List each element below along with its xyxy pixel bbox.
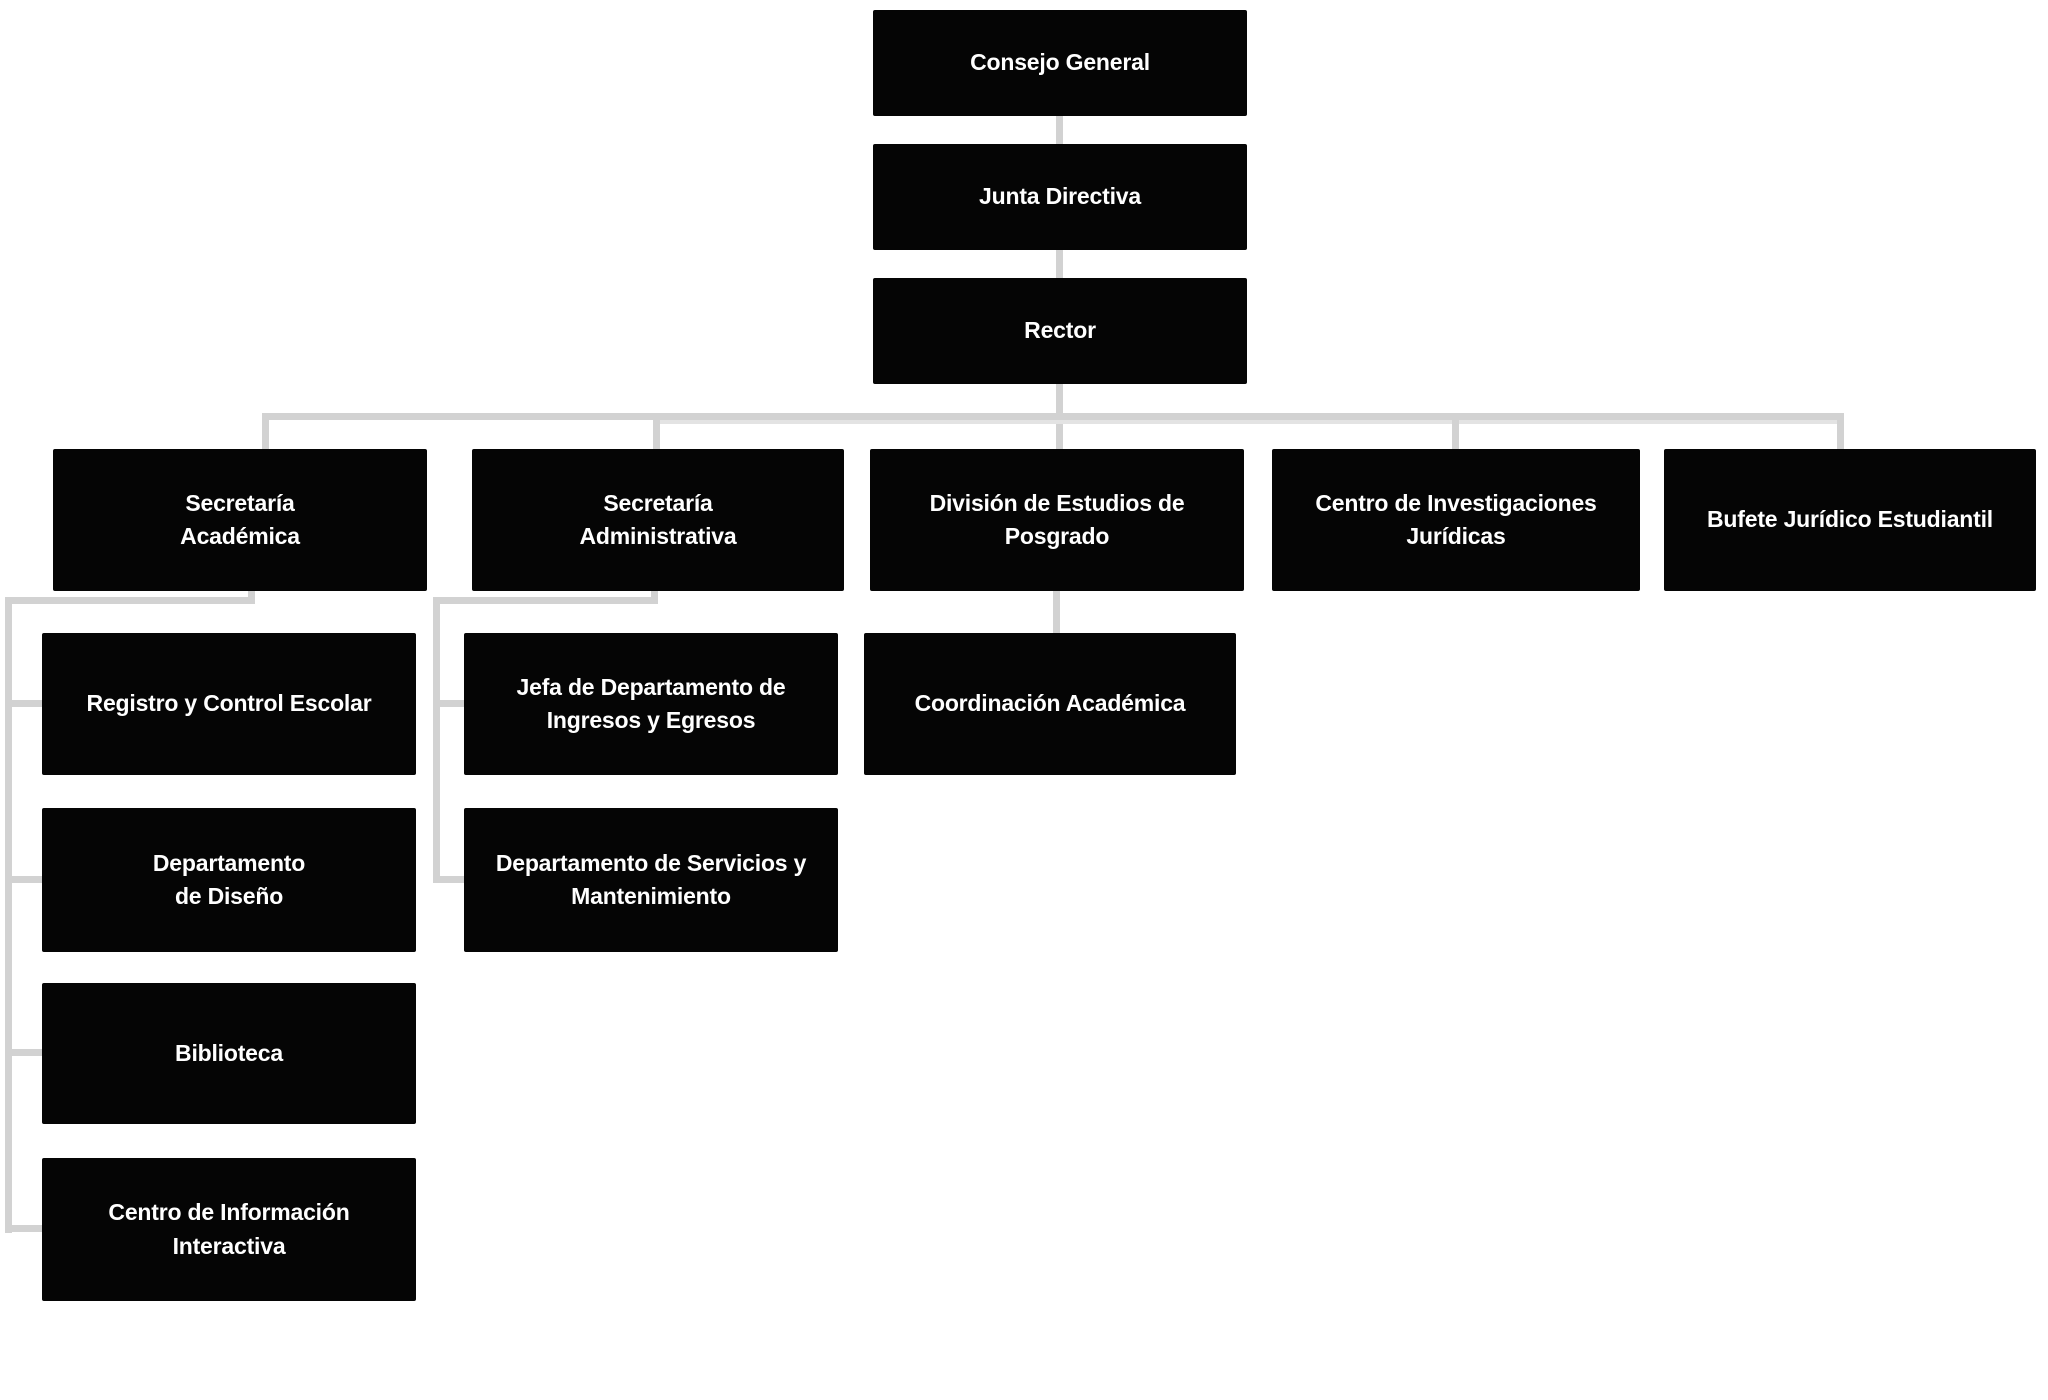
connector-secadmin-stub — [651, 585, 658, 601]
node-bufete-juridico-estudiantil: Bufete Jurídico Estudiantil — [1664, 449, 2036, 591]
node-coordinacion-academica: Coordinación Académica — [864, 633, 1236, 775]
node-consejo-general: Consejo General — [873, 10, 1247, 116]
node-jefa-ingresos-egresos: Jefa de Departamento de Ingresos y Egres… — [464, 633, 838, 775]
connector-stub-centro-informacion — [5, 1225, 45, 1232]
connector-stub-registro — [5, 700, 45, 707]
node-centro-investigaciones-juridicas: Centro de Investigaciones Jurídicas — [1272, 449, 1640, 591]
connector-consejo-junta — [1056, 108, 1063, 148]
node-registro-control-escolar: Registro y Control Escolar — [42, 633, 416, 775]
node-division-estudios-posgrado: División de Estudios de Posgrado — [870, 449, 1244, 591]
connector-stub-diseno — [5, 876, 45, 883]
connector-drop-secretaria-administrativa — [653, 413, 660, 453]
connector-secacad-elbow — [5, 597, 255, 604]
connector-division-coordinacion — [1053, 585, 1060, 640]
node-secretaria-administrativa: Secretaría Administrativa — [472, 449, 844, 591]
connector-secacad-trunk — [5, 597, 12, 1233]
connector-secadmin-trunk — [433, 597, 440, 883]
connector-rail-shadow-line — [658, 420, 1840, 424]
node-centro-informacion-interactiva: Centro de Información Interactiva — [42, 1158, 416, 1301]
node-biblioteca: Biblioteca — [42, 983, 416, 1124]
connector-secacad-stub — [248, 585, 255, 601]
connector-junta-rector — [1056, 243, 1063, 283]
connector-drop-bufete-juridico — [1837, 413, 1844, 453]
node-junta-directiva: Junta Directiva — [873, 144, 1247, 250]
node-departamento-servicios-mantenimiento: Departamento de Servicios y Mantenimient… — [464, 808, 838, 952]
connector-rector-children-rail — [262, 413, 1844, 420]
connector-stub-biblioteca — [5, 1049, 45, 1056]
connector-secadmin-elbow — [433, 597, 658, 604]
node-secretaria-academica: Secretaría Académica — [53, 449, 427, 591]
connector-drop-secretaria-academica — [262, 413, 269, 453]
node-departamento-diseno: Departamento de Diseño — [42, 808, 416, 952]
connector-stub-jefa-ingresos — [433, 700, 471, 707]
node-rector: Rector — [873, 278, 1247, 384]
connector-stub-servicios — [433, 876, 471, 883]
connector-drop-centro-investigaciones — [1452, 413, 1459, 453]
